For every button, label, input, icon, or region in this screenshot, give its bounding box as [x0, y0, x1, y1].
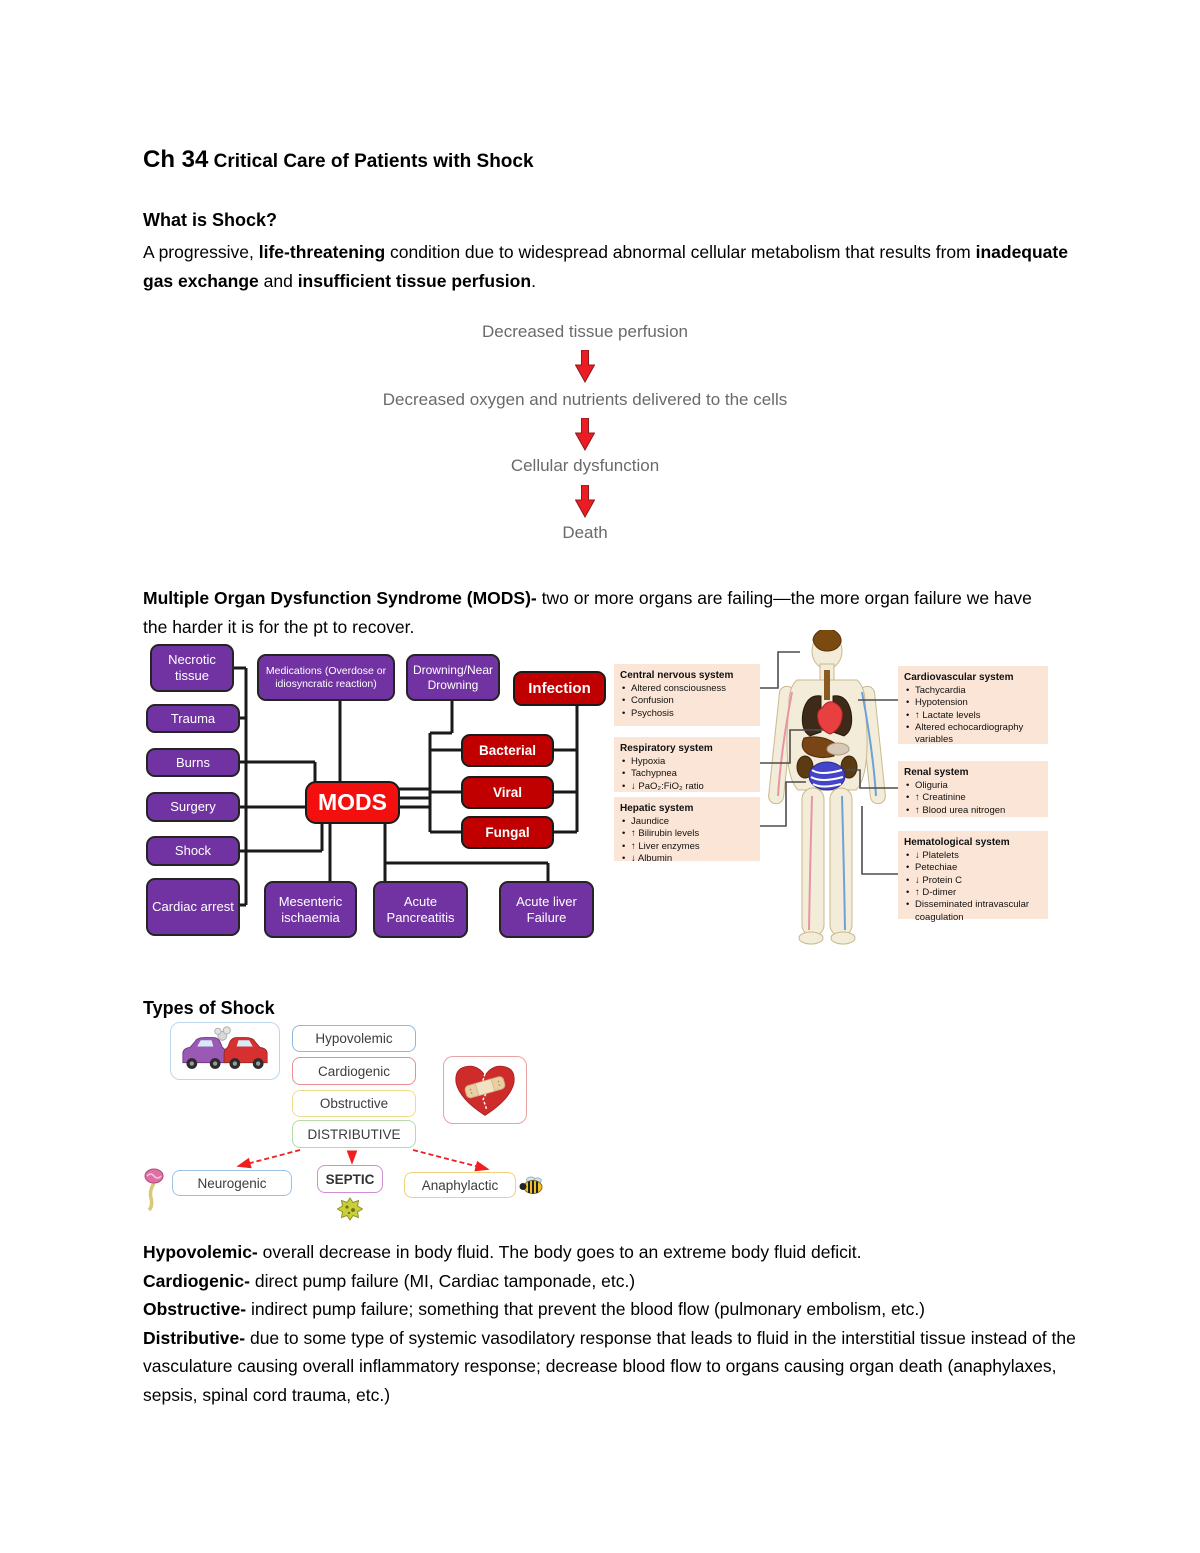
system-item: ↑ Creatinine [904, 792, 1042, 805]
shock-type-cardiogenic: Cardiogenic [292, 1057, 416, 1085]
system-box-hematological: Hematological system ↓ Platelets Petechi… [898, 831, 1048, 923]
system-title: Renal system [904, 767, 969, 778]
shock-subtype-septic: SEPTIC [317, 1165, 383, 1193]
types-of-shock-heading: Types of Shock [143, 998, 275, 1018]
what-is-shock-heading: What is Shock? [143, 210, 278, 230]
mods-cause-box: Necrotic tissue [150, 644, 234, 692]
infection-type-box: Fungal [461, 816, 554, 849]
mods-cause-box: Surgery [146, 792, 240, 822]
down-arrow-icon [575, 485, 595, 518]
system-item: ↑ Liver enzymes [620, 841, 754, 854]
system-item: ↑ D-dimer [904, 887, 1042, 900]
text-bold: inadequate gas exchange [143, 242, 1068, 291]
infection-type-box: Bacterial [461, 734, 554, 767]
system-item: ↑ Blood urea nitrogen [904, 805, 1042, 818]
system-item: Disseminated intravascular coagulation [904, 899, 1042, 924]
definition-text: indirect pump failure; something that pr… [246, 1299, 926, 1319]
system-box-renal: Renal system Oliguria ↑ Creatinine ↑ Blo… [898, 761, 1048, 817]
down-arrow-icon [575, 418, 595, 451]
text-bold: life-threatening [258, 242, 386, 262]
mods-cause-box: Cardiac arrest [146, 878, 240, 936]
mods-center-box: MODS [305, 781, 400, 824]
system-title: Respiratory system [620, 743, 713, 754]
germ-icon [336, 1196, 364, 1222]
system-item: Confusion [620, 695, 754, 708]
system-item: Altered echocardiography variables [904, 722, 1042, 747]
shock-type-hypovolemic: Hypovolemic [292, 1025, 416, 1052]
system-item: Altered consciousness [620, 683, 754, 696]
definition-hypovolemic: Hypovolemic- overall decrease in body fl… [143, 1238, 1083, 1267]
what-is-shock-paragraph: A progressive, life-threatening conditio… [143, 238, 1078, 296]
system-item: ↓ PaO₂:FiO₂ ratio [620, 781, 754, 794]
brain-spine-icon [142, 1168, 166, 1212]
definition-term: Hypovolemic- [143, 1242, 258, 1262]
text-segment: and [258, 271, 298, 291]
definition-text: overall decrease in body fluid. The body… [257, 1242, 862, 1262]
broken-heart-bandage-icon [443, 1056, 527, 1124]
infection-box: Infection [513, 671, 606, 706]
system-item: Hypoxia [620, 756, 754, 769]
mods-cause-box: Shock [146, 836, 240, 866]
definition-distributive: Distributive- due to some type of system… [143, 1324, 1083, 1410]
system-item: Petechiae [904, 862, 1042, 875]
system-box-cns: Central nervous system Altered conscious… [614, 664, 760, 726]
system-item: ↓ Protein C [904, 875, 1042, 888]
system-title: Hematological system [904, 837, 1010, 848]
system-box-respiratory: Respiratory system Hypoxia Tachypnea ↓ P… [614, 737, 760, 794]
definition-term: Obstructive- [143, 1299, 247, 1319]
human-body-illustration [768, 630, 886, 945]
text-segment: condition due to widespread abnormal cel… [385, 242, 976, 262]
mods-cause-box: Medications (Overdose or idiosyncratic r… [257, 654, 395, 701]
mods-cause-box: Trauma [146, 704, 240, 733]
chapter-title: Critical Care of Patients with Shock [208, 151, 534, 172]
system-title: Hepatic system [620, 803, 694, 814]
system-item: Hypotension [904, 697, 1042, 710]
mods-consequence-box: Acute liver Failure [499, 881, 594, 938]
shock-subtype-anaphylactic: Anaphylactic [404, 1172, 516, 1198]
mods-paragraph: Multiple Organ Dysfunction Syndrome (MOD… [143, 584, 1048, 642]
system-item: Psychosis [620, 708, 754, 721]
mods-heading-rest: two or more organs are failing—the more … [143, 588, 1032, 637]
system-box-hepatic: Hepatic system Jaundice ↑ Bilirubin leve… [614, 797, 760, 866]
flow-step-1: Decreased tissue perfusion [481, 322, 689, 341]
system-title: Cardiovascular system [904, 672, 1014, 683]
system-box-cardiovascular: Cardiovascular system Tachycardia Hypote… [898, 666, 1048, 747]
system-item: ↓ Platelets [904, 850, 1042, 863]
text-bold: insufficient tissue perfusion [297, 271, 532, 291]
definition-obstructive: Obstructive- indirect pump failure; some… [143, 1295, 1083, 1324]
system-item: Oliguria [904, 780, 1042, 793]
definition-cardiogenic: Cardiogenic- direct pump failure (MI, Ca… [143, 1267, 1083, 1296]
shock-subtype-neurogenic: Neurogenic [172, 1170, 292, 1196]
car-crash-icon [170, 1022, 280, 1080]
mods-heading-bold: Multiple Organ Dysfunction Syndrome (MOD… [143, 588, 537, 608]
mods-consequence-box: Acute Pancreatitis [373, 881, 468, 938]
flow-step-2: Decreased oxygen and nutrients delivered… [382, 390, 788, 409]
mods-consequence-box: Mesenteric ischaemia [264, 881, 357, 938]
definition-text: due to some type of systemic vasodilator… [143, 1327, 1076, 1405]
definition-term: Cardiogenic- [143, 1270, 250, 1291]
infection-type-box: Viral [461, 776, 554, 809]
definition-term: Distributive- [143, 1327, 246, 1348]
system-item: ↑ Lactate levels [904, 710, 1042, 723]
definition-text: direct pump failure (MI, Cardiac tampona… [249, 1270, 636, 1291]
down-arrow-icon [575, 350, 595, 383]
system-item: Tachycardia [904, 685, 1042, 698]
flow-step-3: Cellular dysfunction [510, 456, 660, 475]
bee-icon [518, 1174, 544, 1196]
mods-cause-box: Burns [146, 748, 240, 777]
system-item: ↑ Bilirubin levels [620, 828, 754, 841]
shock-type-distributive: DISTRIBUTIVE [292, 1120, 416, 1148]
shock-type-obstructive: Obstructive [292, 1090, 416, 1117]
text-segment: . [531, 271, 536, 291]
flow-step-4: Death [562, 523, 608, 542]
system-item: ↓ Albumin [620, 853, 754, 866]
system-item: Jaundice [620, 816, 754, 829]
chapter-number: Ch 34 [143, 146, 209, 173]
system-title: Central nervous system [620, 670, 734, 681]
text-segment: A progressive, [143, 242, 259, 262]
mods-cause-box: Drowning/Near Drowning [406, 654, 500, 701]
page-title: Ch 34 Critical Care of Patients with Sho… [143, 146, 534, 174]
shock-definitions: Hypovolemic- overall decrease in body fl… [143, 1238, 1083, 1409]
system-item: Tachypnea [620, 768, 754, 781]
